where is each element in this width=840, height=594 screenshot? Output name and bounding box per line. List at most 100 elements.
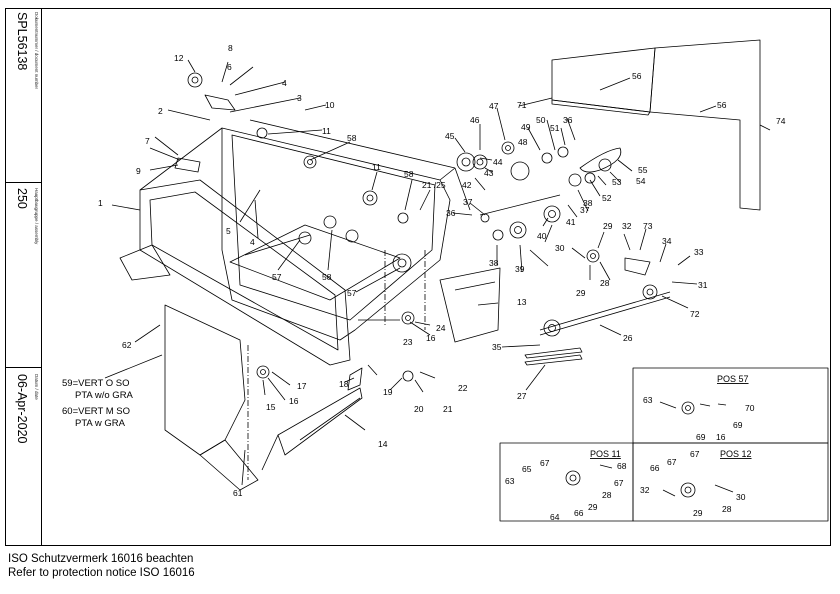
drawing-geometry: [104, 39, 829, 522]
notice-line-english: Refer to protection notice ISO 16016: [8, 566, 195, 579]
drawing-frame: [5, 8, 831, 546]
callout-27: 27: [517, 391, 527, 401]
assembly-cell: 250 Hauptbaugruppe / assembly: [5, 183, 41, 368]
callout-58-low: 58: [322, 272, 332, 282]
callout-11-mid: 11: [372, 162, 381, 172]
callout-45: 45: [445, 131, 455, 141]
callout-20: 20: [414, 404, 424, 414]
pos12-callout-32: 32: [640, 485, 650, 495]
callout-34: 34: [662, 236, 672, 246]
note-line-3: 60=VERT M SO: [62, 406, 130, 417]
callout-17: 17: [297, 381, 307, 391]
pos11-callout-63: 63: [505, 476, 515, 486]
callout-11-top: 11: [322, 126, 331, 136]
callout-21-low: 21: [443, 404, 453, 414]
callout-72: 72: [690, 309, 700, 319]
pos12-callout-29: 29: [693, 508, 703, 518]
callout-15: 15: [266, 402, 276, 412]
pos11-callout-68: 68: [617, 461, 627, 471]
callout-1: 1: [98, 198, 103, 208]
pos12-callout-66: 66: [650, 463, 660, 473]
note-line-2: PTA w/o GRA: [75, 390, 134, 401]
note-line-1: 59=VERT O SO: [62, 378, 130, 389]
pos57-callout-70: 70: [745, 403, 755, 413]
callout-36-top: 36: [563, 115, 573, 125]
pos11-callout-28: 28: [602, 490, 612, 500]
pos57-callout-63: 63: [643, 395, 653, 405]
callout-48: 48: [518, 137, 528, 147]
callout-2: 2: [158, 106, 163, 116]
callout-16-left: 16: [289, 396, 299, 406]
callout-6: 6: [227, 62, 232, 72]
callout-56-left: 56: [632, 71, 642, 81]
pos57-callout-69-left: 69: [696, 432, 706, 442]
callout-41: 41: [566, 217, 576, 227]
pos11-callout-64: 64: [550, 512, 560, 522]
callout-55: 55: [638, 165, 648, 175]
detail-pos11: POS 11 63 65 67 67 68 28 29 66 64: [505, 449, 627, 522]
callout-26: 26: [623, 333, 633, 343]
callout-21-25: 21 /25: [422, 180, 446, 190]
callout-30: 30: [555, 243, 565, 253]
pos11-callout-66: 66: [574, 508, 584, 518]
callout-23: 23: [403, 337, 413, 347]
callout-47: 47: [489, 101, 499, 111]
callout-31: 31: [698, 280, 708, 290]
callout-42: 42: [462, 180, 472, 190]
callout-57-mid: 57: [347, 288, 357, 298]
callout-58-mid: 58: [404, 169, 414, 179]
callout-16-mid: 16: [426, 333, 436, 343]
detail-pos12-title: POS 12: [720, 449, 752, 459]
detail-pos12: POS 12 66 67 67 32 30 29 28: [640, 449, 752, 518]
callout-58-top: 58: [347, 133, 357, 143]
callout-40: 40: [537, 231, 547, 241]
callout-33: 33: [694, 247, 704, 257]
pos12-callout-67-left: 67: [667, 457, 677, 467]
callout-3: 3: [297, 93, 302, 103]
callout-7: 7: [145, 136, 150, 146]
callout-56-right: 56: [717, 100, 727, 110]
callout-44: 44: [493, 157, 503, 167]
pos12-callout-28: 28: [722, 504, 732, 514]
protection-notice: ISO Schutzvermerk 16016 beachten Refer t…: [8, 553, 195, 580]
detail-pos57: POS 57 63 70 69 69 16: [643, 374, 755, 442]
note-line-4: PTA w GRA: [75, 418, 126, 429]
callout-46: 46: [470, 115, 480, 125]
callout-8: 8: [228, 43, 233, 53]
callout-49: 49: [521, 122, 531, 132]
callout-61: 61: [233, 488, 243, 498]
pos11-callout-29: 29: [588, 502, 598, 512]
notice-line-german: ISO Schutzvermerk 16016 beachten: [8, 553, 194, 565]
callout-labels: 1 2 3 4 4 5 6 7 8 9 10 11 11 12 13 14 15…: [98, 43, 786, 498]
pos11-callout-65: 65: [522, 464, 532, 474]
pos11-callout-67-left: 67: [540, 458, 550, 468]
callout-9: 9: [136, 166, 141, 176]
callout-52: 52: [602, 193, 612, 203]
pos57-callout-16: 16: [716, 432, 726, 442]
variant-notes: 59=VERT O SO PTA w/o GRA 60=VERT M SO PT…: [62, 378, 134, 429]
pos11-callout-67-right: 67: [614, 478, 624, 488]
callout-38-right: 38: [583, 198, 593, 208]
pos12-callout-67-right: 67: [690, 449, 700, 459]
callout-37-left: 37: [463, 197, 473, 207]
callout-14: 14: [378, 439, 388, 449]
callout-4-mid: 4: [250, 237, 255, 247]
callout-13: 13: [517, 297, 527, 307]
detail-pos11-title: POS 11: [590, 449, 621, 459]
callout-29-low: 29: [576, 288, 586, 298]
callout-74: 74: [776, 116, 786, 126]
callout-29-top: 29: [603, 221, 613, 231]
callout-18: 18: [339, 379, 349, 389]
callout-53: 53: [612, 177, 622, 187]
callout-54: 54: [636, 176, 646, 186]
callout-28: 28: [600, 278, 610, 288]
detail-pos57-title: POS 57: [717, 374, 749, 384]
callout-22: 22: [458, 383, 468, 393]
callout-5: 5: [226, 226, 231, 236]
callout-37-right: 37: [580, 205, 590, 215]
pos12-callout-30: 30: [736, 492, 746, 502]
callout-12: 12: [174, 53, 184, 63]
callout-38-left: 38: [489, 258, 499, 268]
callout-32: 32: [622, 221, 632, 231]
